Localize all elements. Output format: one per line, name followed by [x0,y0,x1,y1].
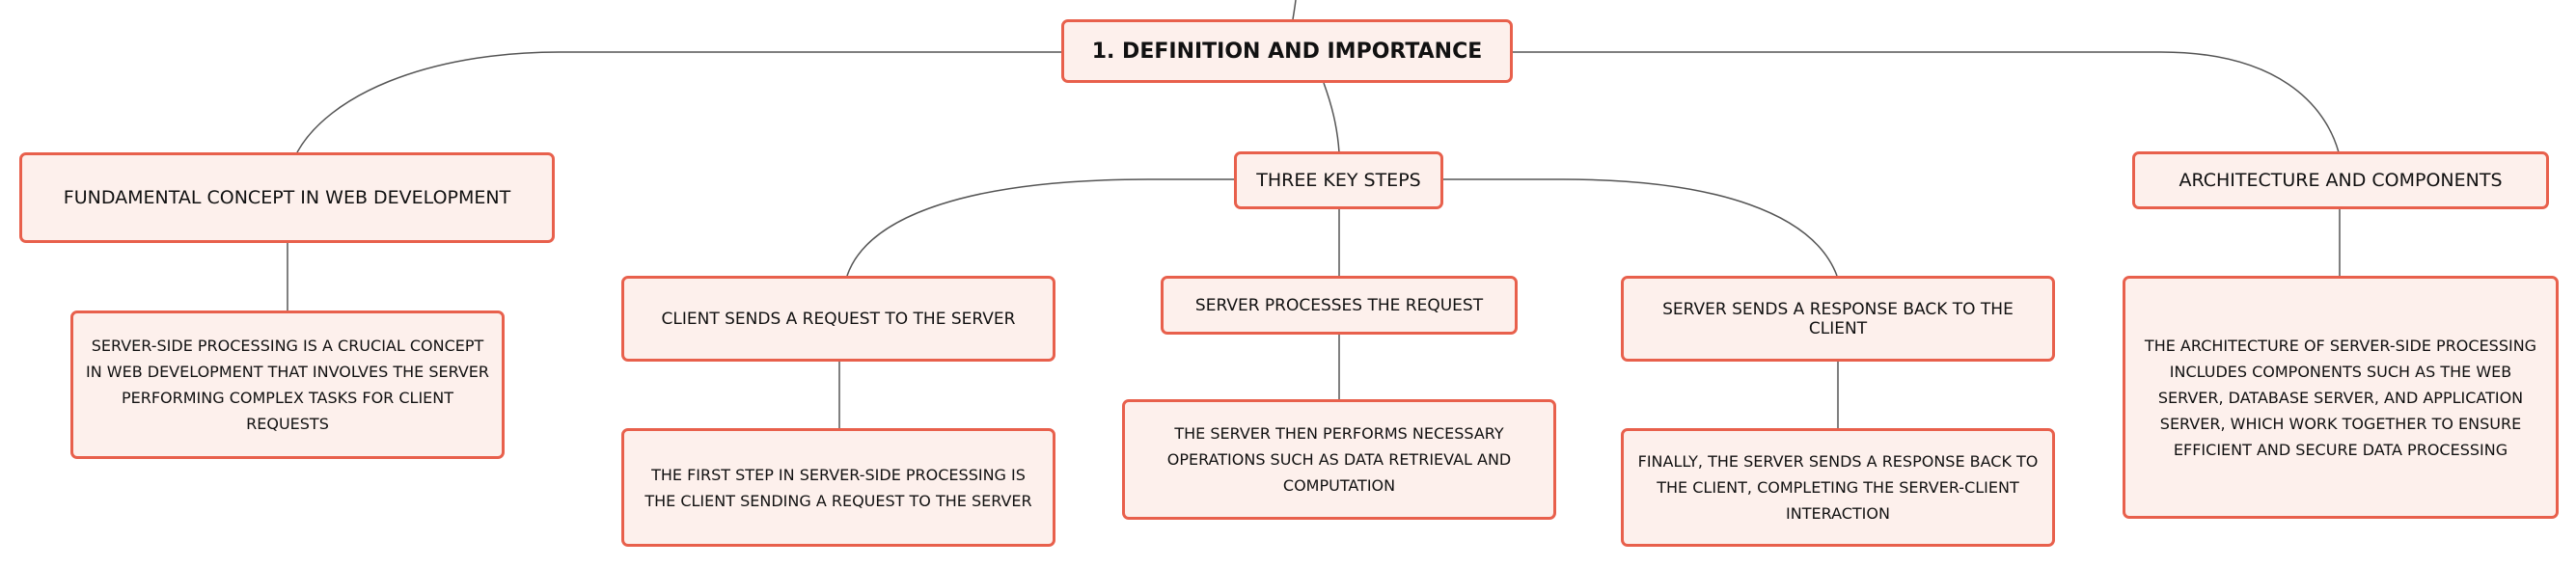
branch-label: FUNDAMENTAL CONCEPT IN WEB DEVELOPMENT [63,187,511,208]
connector-parent-to-root [1292,0,1297,20]
connector-steps-to-client [846,178,1234,277]
step-label: CLIENT SENDS A REQUEST TO THE SERVER [661,309,1016,329]
root-label: 1. DEFINITION AND IMPORTANCE [1091,39,1483,64]
branch-label: THREE KEY STEPS [1256,170,1421,191]
step-node-client-request[interactable]: CLIENT SENDS A REQUEST TO THE SERVER [621,276,1055,362]
step-node-server-response[interactable]: SERVER SENDS A RESPONSE BACK TO THE CLIE… [1621,276,2055,362]
leaf-node-architecture-detail[interactable]: THE ARCHITECTURE OF SERVER-SIDE PROCESSI… [2123,276,2559,519]
leaf-node-server-response-detail[interactable]: FINALLY, THE SERVER SENDS A RESPONSE BAC… [1621,428,2055,547]
leaf-node-client-request-detail[interactable]: THE FIRST STEP IN SERVER-SIDE PROCESSING… [621,428,1055,547]
branch-label: ARCHITECTURE AND COMPONENTS [2179,170,2503,191]
leaf-text: THE ARCHITECTURE OF SERVER-SIDE PROCESSI… [2144,336,2537,459]
connector-steps-to-response [1443,178,1838,277]
branch-node-three-key-steps[interactable]: THREE KEY STEPS [1234,151,1443,209]
branch-node-fundamental-concept[interactable]: FUNDAMENTAL CONCEPT IN WEB DEVELOPMENT [19,152,555,243]
step-node-server-processes[interactable]: SERVER PROCESSES THE REQUEST [1161,276,1518,335]
branch-node-architecture[interactable]: ARCHITECTURE AND COMPONENTS [2132,151,2549,209]
connector-root-to-steps [1323,82,1340,153]
step-label: SERVER SENDS A RESPONSE BACK TO THE CLIE… [1662,299,2014,338]
leaf-node-server-processes-detail[interactable]: THE SERVER THEN PERFORMS NECESSARY OPERA… [1122,399,1556,520]
leaf-node-fundamental-detail[interactable]: SERVER-SIDE PROCESSING IS A CRUCIAL CONC… [70,310,505,459]
step-label: SERVER PROCESSES THE REQUEST [1194,295,1484,315]
root-node[interactable]: 1. DEFINITION AND IMPORTANCE [1061,19,1513,83]
connector-root-to-architecture [1513,51,2340,153]
leaf-text: THE FIRST STEP IN SERVER-SIDE PROCESSING… [644,465,1032,510]
leaf-text: FINALLY, THE SERVER SENDS A RESPONSE BAC… [1637,452,2039,523]
leaf-text: SERVER-SIDE PROCESSING IS A CRUCIAL CONC… [85,337,490,433]
connector-root-to-fundamental [296,51,1061,153]
leaf-text: THE SERVER THEN PERFORMS NECESSARY OPERA… [1166,424,1512,495]
